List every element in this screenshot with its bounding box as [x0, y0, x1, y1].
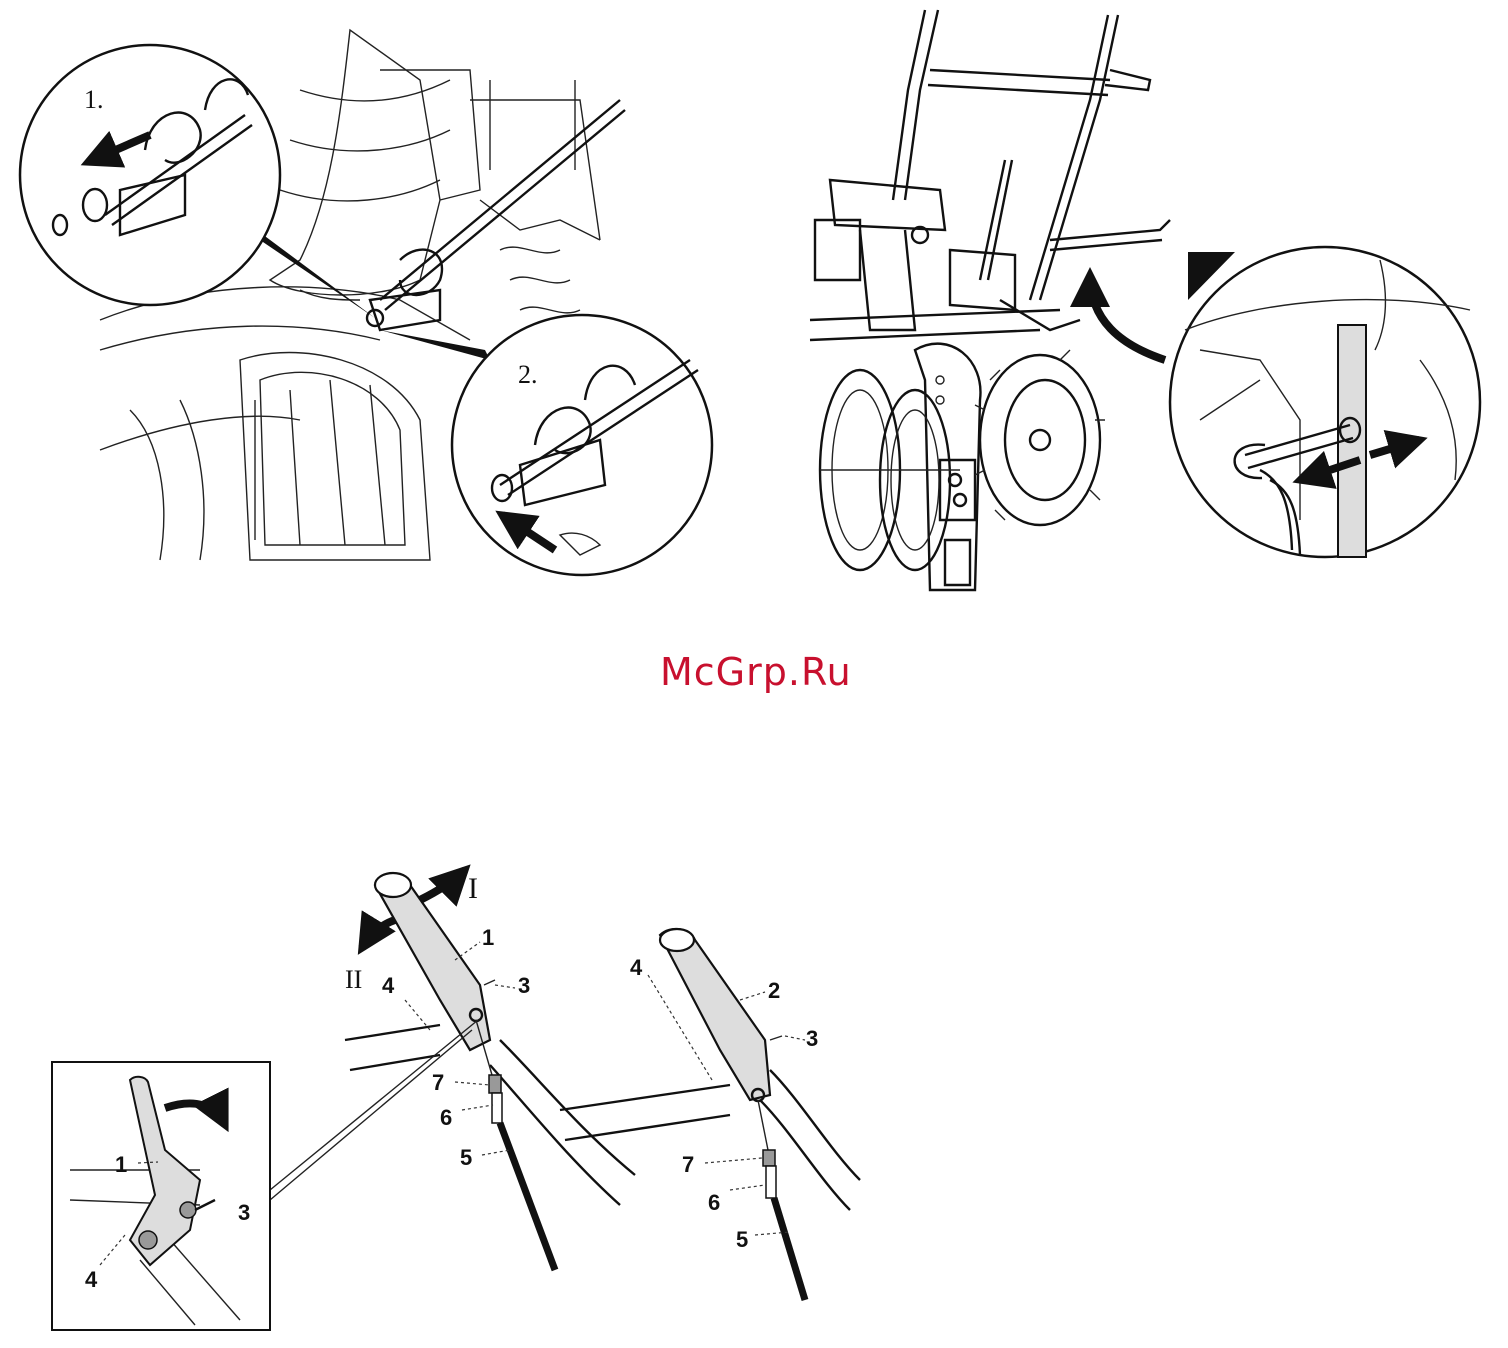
- curved-arrow: [1090, 275, 1165, 360]
- direction-label-reverse: II: [345, 965, 362, 994]
- step-2-label: 2.: [518, 360, 538, 389]
- left-callout-1: 1: [482, 925, 494, 950]
- snowblower-body-sketch: [810, 10, 1170, 590]
- figure-snowblower-handle-pin: [810, 10, 1480, 590]
- right-callout-7: 7: [682, 1152, 694, 1177]
- zoom-circle-handle-pin: [1170, 247, 1480, 557]
- step-1-label: 1.: [84, 85, 104, 114]
- right-callout-2: 2: [768, 978, 780, 1003]
- handlebar-frame: [345, 1025, 860, 1210]
- left-callout-5: 5: [460, 1145, 472, 1170]
- watermark-text: McGrp.Ru: [660, 650, 852, 694]
- arrow-direction-reverse: [362, 920, 395, 948]
- figure-control-levers: I II 1 3 4 7 6 5 2: [52, 870, 860, 1330]
- right-callout-6: 6: [708, 1190, 720, 1215]
- zoom-circle-step-1: 1.: [20, 45, 280, 305]
- zoom-circle-step-2: 2.: [452, 315, 712, 575]
- arrow-direction-forward: [420, 870, 465, 900]
- right-lever: 2 3 4 7 6 5: [630, 929, 818, 1300]
- zoom-pointer-2: [380, 330, 490, 360]
- right-callout-4: 4: [630, 955, 643, 980]
- inset-callout-4: 4: [85, 1267, 98, 1292]
- left-callout-4: 4: [382, 973, 395, 998]
- figure-auger-shear-pin: 1. 2.: [20, 30, 712, 575]
- direction-label-forward: I: [468, 872, 478, 905]
- right-callout-5: 5: [736, 1227, 748, 1252]
- left-callout-7: 7: [432, 1070, 444, 1095]
- left-callout-3: 3: [518, 973, 530, 998]
- right-callout-3: 3: [806, 1026, 818, 1051]
- inset-callout-3: 3: [238, 1200, 250, 1225]
- inset-callout-1: 1: [115, 1152, 127, 1177]
- left-callout-6: 6: [440, 1105, 452, 1130]
- inset-detail-box: 1 3 4: [52, 1062, 270, 1330]
- left-lever: I II 1 3 4 7 6 5: [345, 870, 555, 1270]
- zoom-pointer-1: [250, 225, 375, 318]
